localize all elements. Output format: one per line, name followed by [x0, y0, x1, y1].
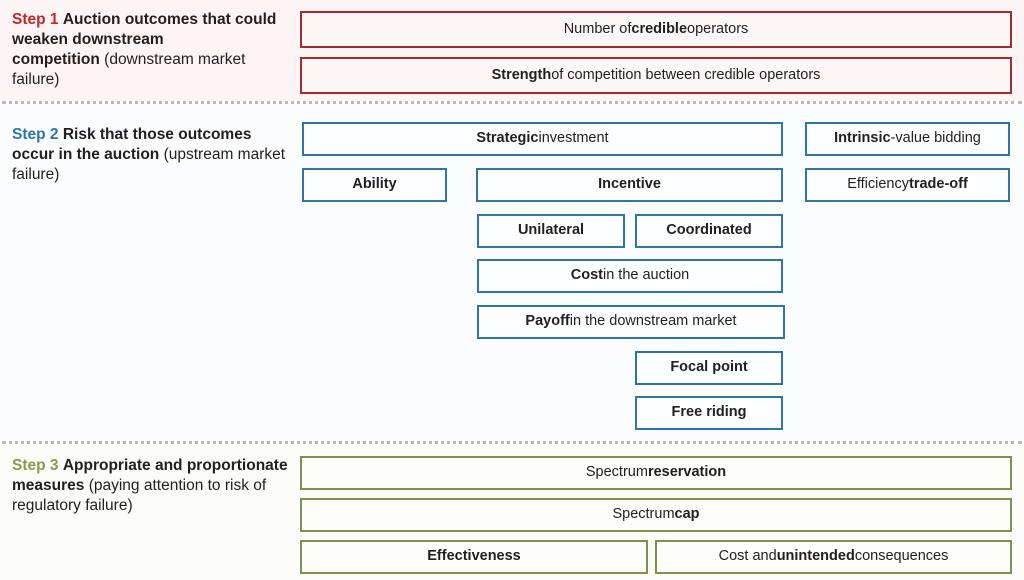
- box-strength-of-competition[interactable]: Strength of competition between credible…: [300, 57, 1012, 94]
- box-text-post: consequences: [854, 548, 949, 565]
- box-text-post: operators: [687, 20, 749, 37]
- step2-label: Step 2 Risk that those outcomes occur in…: [12, 125, 290, 185]
- box-text-bold: unintended: [776, 548, 855, 565]
- step1-strong-text: Auction outcomes that could weaken downs…: [12, 11, 277, 69]
- box-effectiveness[interactable]: Effectiveness: [300, 540, 648, 574]
- box-text-post: -value bidding: [890, 130, 981, 147]
- box-incentive[interactable]: Incentive: [476, 168, 783, 202]
- box-text-pre: Number of: [563, 20, 632, 37]
- box-text-pre: Spectrum: [612, 506, 675, 523]
- box-coordinated[interactable]: Coordinated: [635, 214, 783, 248]
- box-text-bold: Incentive: [598, 176, 661, 193]
- box-text-bold: Unilateral: [517, 222, 585, 239]
- box-free-riding[interactable]: Free riding: [635, 396, 783, 430]
- separator-step2-step3: [2, 441, 1022, 444]
- box-unilateral[interactable]: Unilateral: [477, 214, 625, 248]
- box-number-of-credible-operators[interactable]: Number of credible operators: [300, 11, 1012, 48]
- box-efficiency-trade-off[interactable]: Efficiency trade-off: [805, 168, 1010, 202]
- box-text-pre: Spectrum: [585, 464, 648, 481]
- box-text-bold: reservation: [647, 464, 727, 481]
- box-text-bold: Free riding: [671, 404, 747, 421]
- step3-strong-text: Appropriate and proportionate measures: [12, 457, 288, 495]
- box-text-post: of competition between credible operator…: [551, 66, 821, 83]
- box-text-pre: Cost and: [718, 548, 777, 565]
- box-text-pre: Efficiency: [847, 176, 909, 193]
- step3-normal-text: (paying attention to risk of regulatory …: [12, 477, 267, 515]
- step2-key: Step 2: [12, 126, 59, 143]
- step1-key: Step 1: [12, 11, 59, 28]
- box-text-bold: cap: [674, 506, 700, 523]
- step2-strong-text: Risk that those outcomes occur in the au…: [12, 126, 252, 164]
- step3-label: Step 3 Appropriate and proportionate mea…: [12, 456, 290, 516]
- box-text-bold: Payoff: [525, 313, 570, 330]
- box-text-bold: Strategic: [476, 130, 539, 147]
- box-strategic-investment[interactable]: Strategic investment: [302, 122, 783, 156]
- step1-label: Step 1 Auction outcomes that could weake…: [12, 10, 290, 91]
- box-cost-in-the-auction[interactable]: Cost in the auction: [477, 259, 783, 293]
- box-payoff-in-the-downstream-market[interactable]: Payoff in the downstream market: [477, 305, 785, 339]
- box-text-bold: Focal point: [670, 359, 748, 376]
- box-text-bold: Intrinsic: [834, 130, 891, 147]
- step2-normal-text: (upstream market failure): [12, 146, 286, 184]
- box-ability[interactable]: Ability: [302, 168, 447, 202]
- separator-step1-step2: [2, 101, 1022, 104]
- box-text-bold: trade-off: [908, 176, 968, 193]
- box-text-bold: Coordinated: [666, 222, 752, 239]
- box-text-bold: Cost: [570, 267, 603, 284]
- box-spectrum-cap[interactable]: Spectrum cap: [300, 498, 1012, 532]
- box-text-bold: Strength: [491, 66, 552, 83]
- box-focal-point[interactable]: Focal point: [635, 351, 783, 385]
- box-text-bold: Ability: [352, 176, 397, 193]
- box-text-post: in the auction: [602, 267, 690, 284]
- box-text-bold: Effectiveness: [427, 548, 521, 565]
- box-spectrum-reservation[interactable]: Spectrum reservation: [300, 456, 1012, 490]
- box-intrinsic-value-bidding[interactable]: Intrinsic-value bidding: [805, 122, 1010, 156]
- box-cost-and-unintended-consequences[interactable]: Cost and unintended consequences: [655, 540, 1012, 574]
- box-text-bold: credible: [631, 20, 688, 37]
- step3-key: Step 3: [12, 457, 59, 474]
- box-text-post: in the downstream market: [569, 313, 737, 330]
- box-text-post: investment: [538, 130, 609, 147]
- step1-normal-text: (downstream market failure): [12, 51, 246, 89]
